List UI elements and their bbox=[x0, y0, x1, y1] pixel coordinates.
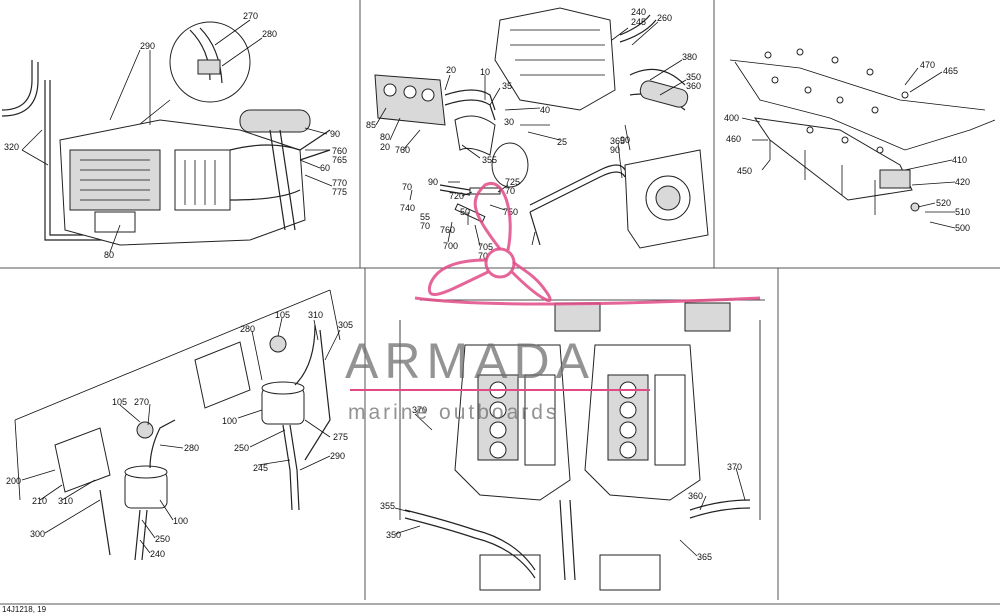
callout-310: 310 bbox=[58, 496, 73, 506]
callout-250: 250 bbox=[155, 534, 170, 544]
callout-40: 40 bbox=[540, 105, 550, 115]
callout-370: 370 bbox=[412, 405, 427, 415]
callout-465: 465 bbox=[943, 66, 958, 76]
diagram-code: 14J1218, 19 bbox=[2, 605, 47, 614]
callout-380: 380 bbox=[682, 52, 697, 62]
callout-320: 320 bbox=[4, 142, 19, 152]
callout-770: 770 bbox=[332, 178, 347, 188]
callout-200: 200 bbox=[6, 476, 21, 486]
callout-460: 460 bbox=[726, 134, 741, 144]
callout-50: 55 bbox=[420, 212, 430, 222]
callout-740: 90 bbox=[428, 177, 438, 187]
callout-355: 365 bbox=[610, 136, 625, 146]
panel-mounting-plate-labels: 470 465 400 460 410 420 450 520 510 500 bbox=[724, 60, 970, 233]
callout-260: 260 bbox=[657, 13, 672, 23]
callout-240: 240 bbox=[150, 549, 165, 559]
callout-90: 720 bbox=[449, 191, 464, 201]
panel-engine-hoses bbox=[1, 19, 333, 253]
callout-70: 760 bbox=[440, 225, 455, 235]
callout-290: 290 bbox=[330, 451, 345, 461]
callout-90: 90 bbox=[330, 129, 340, 139]
callout-55: 70 bbox=[420, 221, 430, 231]
callout-100: 100 bbox=[173, 516, 188, 526]
callout-105: 105 bbox=[112, 397, 127, 407]
panel-coolant-reservoirs bbox=[14, 289, 341, 561]
callout-20: 760 bbox=[395, 145, 410, 155]
callout-450: 450 bbox=[737, 166, 752, 176]
callout-765: 765 bbox=[332, 155, 347, 165]
callout-250: 250 bbox=[234, 443, 249, 453]
callout-750: 700 bbox=[443, 241, 458, 251]
callout-420: 420 bbox=[955, 177, 970, 187]
panel-exhaust-system bbox=[374, 7, 709, 249]
callout-245: 245 bbox=[631, 17, 646, 27]
callout-725: 70 bbox=[505, 186, 515, 196]
watermark-brand: ARMADA bbox=[345, 333, 595, 389]
callout-60: 60 bbox=[320, 163, 330, 173]
callout-775: 775 bbox=[332, 187, 347, 197]
callout-355: 355 bbox=[380, 501, 395, 511]
callout-700: 705 bbox=[478, 242, 493, 252]
panel-coolant-reservoirs-labels: 105 310 305 280 100 250 275 245 290 105 … bbox=[6, 310, 353, 559]
callout-760: 355 bbox=[482, 155, 497, 165]
callout-400: 400 bbox=[724, 113, 739, 123]
panel-mounting-plate bbox=[729, 48, 996, 229]
callout-210: 210 bbox=[32, 496, 47, 506]
armada-propeller-logo bbox=[414, 181, 761, 306]
exhaust-tube bbox=[239, 109, 311, 133]
callout-105: 105 bbox=[275, 310, 290, 320]
callout-500: 500 bbox=[955, 223, 970, 233]
callout-270: 270 bbox=[243, 11, 258, 21]
reservoir-upper bbox=[261, 324, 316, 511]
watermark-subtitle: marine outboards bbox=[348, 401, 559, 424]
callout-245: 245 bbox=[253, 463, 268, 473]
callout-85: 80 bbox=[380, 132, 390, 142]
callout-10: 10 bbox=[480, 67, 490, 77]
bolt-pattern bbox=[764, 48, 909, 215]
callout-370: 370 bbox=[727, 462, 742, 472]
callout-365: 365 bbox=[697, 552, 712, 562]
callout-360: 360 bbox=[688, 491, 703, 501]
callout-290: 290 bbox=[140, 41, 155, 51]
panel-twin-engines-labels: 370 355 350 370 360 365 bbox=[380, 405, 742, 562]
callout-310: 310 bbox=[308, 310, 323, 320]
callout-705: 70 bbox=[478, 251, 488, 261]
callout-365: 90 bbox=[610, 145, 620, 155]
callout-90: 85 bbox=[366, 120, 376, 130]
callout-280: 280 bbox=[184, 443, 199, 453]
callout-360: 360 bbox=[686, 81, 701, 91]
callout-70: 740 bbox=[400, 203, 415, 213]
panel-engine-hose-labels: 270 280 290 320 90 760 765 60 770 775 80 bbox=[4, 11, 347, 260]
callout-720: 725 bbox=[505, 177, 520, 187]
callout-100: 100 bbox=[222, 416, 237, 426]
callout-90: 70 bbox=[402, 182, 412, 192]
callout-270: 270 bbox=[134, 397, 149, 407]
reservoir-lower bbox=[99, 419, 176, 561]
callout-240: 240 bbox=[631, 7, 646, 17]
callout-80: 20 bbox=[380, 142, 390, 152]
callout-410: 410 bbox=[952, 155, 967, 165]
callout-510: 510 bbox=[955, 207, 970, 217]
callout-30: 30 bbox=[504, 117, 514, 127]
callout-300: 300 bbox=[30, 529, 45, 539]
engine-right bbox=[584, 344, 701, 591]
callout-350: 350 bbox=[386, 530, 401, 540]
callout-20: 20 bbox=[446, 65, 456, 75]
watermark: ARMADA marine outboards bbox=[345, 333, 650, 424]
callout-90: 90 bbox=[620, 135, 630, 145]
callout-350: 350 bbox=[686, 72, 701, 82]
callout-25: 25 bbox=[557, 137, 567, 147]
callout-280: 280 bbox=[262, 29, 277, 39]
callout-280: 280 bbox=[240, 324, 255, 334]
callout-35: 35 bbox=[502, 81, 512, 91]
callout-70: 50 bbox=[460, 207, 470, 217]
callout-470: 470 bbox=[920, 60, 935, 70]
callout-275: 275 bbox=[333, 432, 348, 442]
callout-305: 305 bbox=[338, 320, 353, 330]
callout-760: 760 bbox=[332, 146, 347, 156]
callout-80: 80 bbox=[104, 250, 114, 260]
callout-520: 520 bbox=[936, 198, 951, 208]
